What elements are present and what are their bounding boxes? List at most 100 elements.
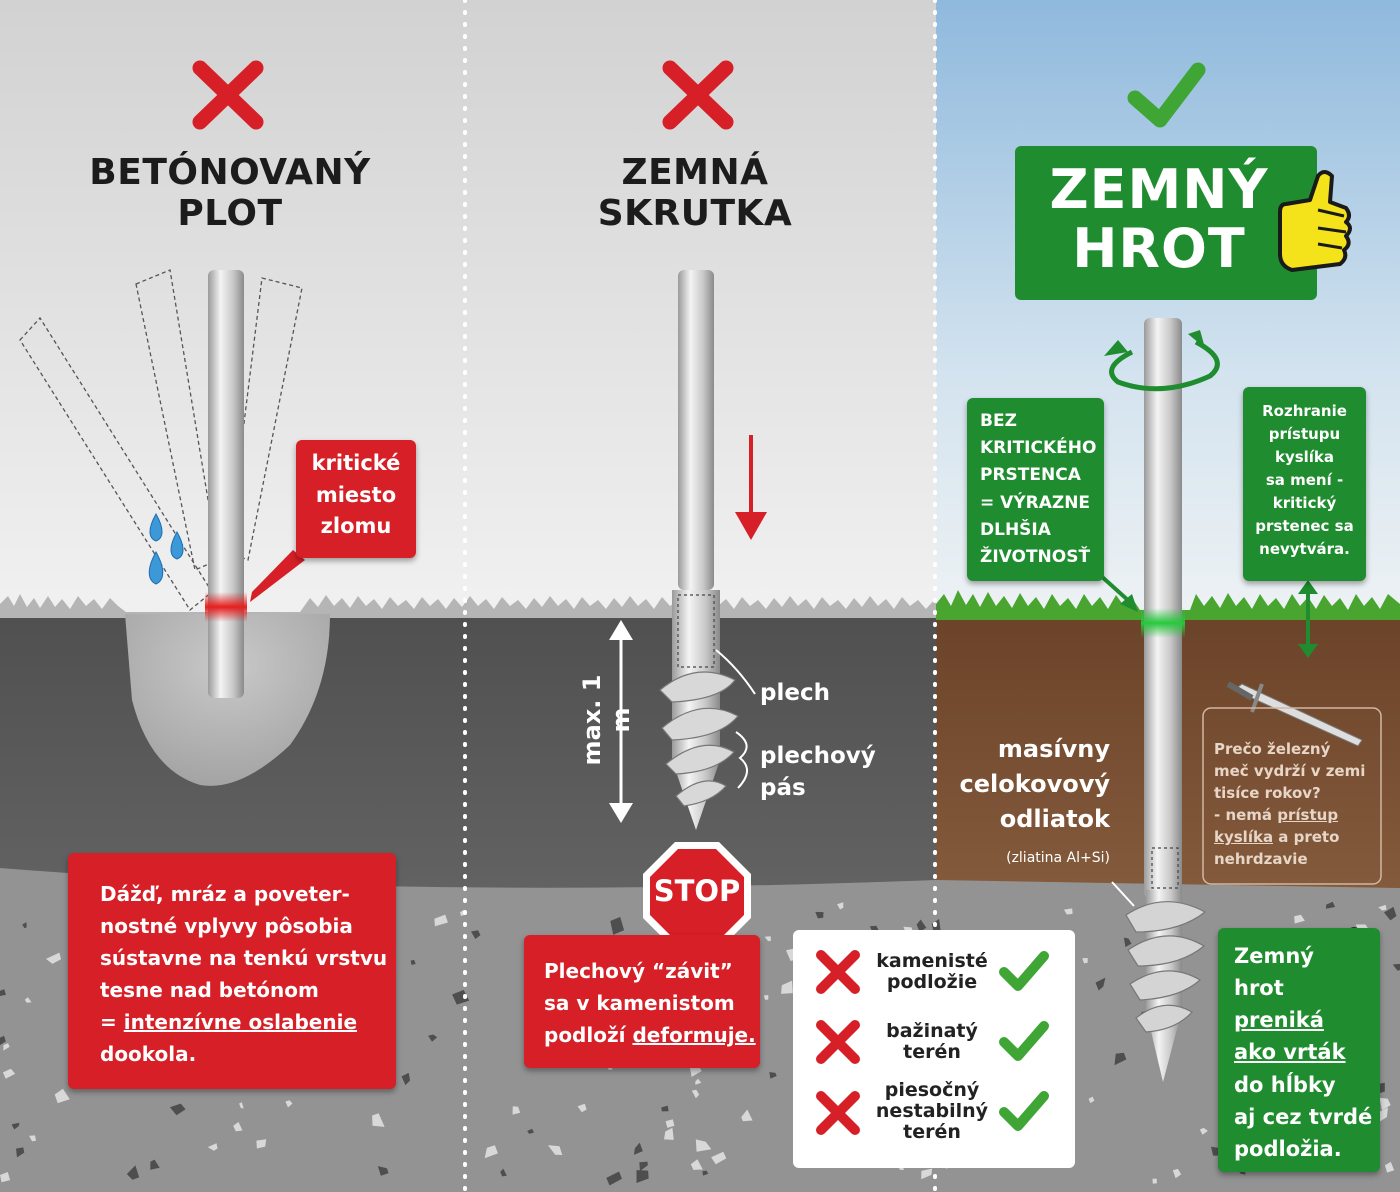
stone bbox=[741, 1109, 753, 1122]
panel3-title: ZEMNÝ HROT bbox=[1049, 158, 1269, 281]
cross-icon bbox=[192, 60, 264, 130]
stone bbox=[377, 1166, 389, 1176]
stone bbox=[46, 952, 61, 964]
stone bbox=[24, 997, 32, 1003]
sword-note-frame bbox=[1202, 707, 1382, 885]
stone bbox=[547, 1145, 563, 1155]
stone bbox=[610, 916, 625, 935]
stone bbox=[527, 1128, 534, 1134]
stone bbox=[606, 1171, 622, 1186]
panel2-title: ZEMNÁ SKRUTKA bbox=[597, 152, 793, 235]
stone bbox=[239, 1102, 244, 1109]
stone bbox=[1152, 1178, 1157, 1184]
screw-pole bbox=[678, 270, 714, 590]
highlight-deforms: deformuje. bbox=[632, 1023, 756, 1047]
thumbs-up-icon bbox=[1278, 170, 1352, 272]
stone bbox=[434, 914, 448, 927]
stone bbox=[1082, 958, 1088, 964]
highlight-weakening: intenzívne oslabenie bbox=[123, 1010, 358, 1034]
stone bbox=[636, 1170, 649, 1183]
stone bbox=[837, 902, 844, 910]
cross-icon bbox=[662, 60, 734, 130]
penetration-text: Zemný hrot preniká ako vrták do hĺbky aj… bbox=[1234, 944, 1373, 1161]
sword-note-text: Prečo železný meč vydrží v zemi tisíce r… bbox=[1214, 740, 1366, 869]
stop-sign-text: STOP bbox=[653, 874, 741, 908]
stone bbox=[428, 1034, 438, 1042]
label-plech: plech bbox=[760, 680, 830, 706]
stone bbox=[401, 1072, 411, 1086]
screw-thread bbox=[659, 671, 739, 807]
stone bbox=[500, 1168, 507, 1177]
pointer-pas bbox=[735, 731, 748, 789]
left-box-pointer bbox=[1098, 573, 1132, 604]
stone bbox=[664, 1127, 674, 1140]
stone bbox=[1379, 1097, 1391, 1111]
stone bbox=[1114, 1052, 1127, 1066]
stone bbox=[410, 959, 416, 965]
stone bbox=[921, 1168, 933, 1180]
stone bbox=[233, 1122, 243, 1132]
stone bbox=[29, 1135, 36, 1142]
stone bbox=[702, 1170, 709, 1176]
stone bbox=[763, 995, 769, 1000]
critical-point-callout bbox=[296, 440, 416, 558]
rotation-arrow-icon bbox=[1109, 339, 1220, 392]
stone bbox=[512, 1106, 521, 1115]
panel2-info-text: Plechový “závit” sa v kamenistom podloží… bbox=[544, 959, 756, 1047]
stone bbox=[1064, 908, 1073, 915]
no-critical-ring-band bbox=[1141, 608, 1185, 638]
stone bbox=[639, 1161, 648, 1172]
stone bbox=[285, 1100, 293, 1108]
condition-swampy: bažinatý terén bbox=[886, 1020, 978, 1063]
stone bbox=[661, 1105, 669, 1112]
stone bbox=[169, 1103, 186, 1116]
stone bbox=[0, 1172, 11, 1183]
material-label: masívny celokovový odliatok bbox=[959, 735, 1110, 833]
stone bbox=[695, 1139, 712, 1152]
stone bbox=[711, 1151, 727, 1165]
concrete-foundation bbox=[125, 614, 330, 786]
stone bbox=[1326, 901, 1336, 909]
stone bbox=[452, 989, 470, 1005]
pointer-plech bbox=[715, 649, 756, 695]
panel1-title: BETÓNOVANÝ PLOT bbox=[89, 152, 371, 235]
stone bbox=[764, 936, 771, 942]
stone bbox=[126, 1165, 140, 1180]
critical-point-text: kritické miesto zlomu bbox=[311, 451, 401, 538]
stone bbox=[1378, 904, 1387, 911]
stone bbox=[256, 1139, 267, 1149]
stone bbox=[0, 989, 6, 996]
condition-rocky: kamenisté podložie bbox=[876, 950, 988, 993]
callout-arrow bbox=[250, 550, 305, 602]
no-critical-ring-text: BEZ KRITICKÉHO PRSTENCA = VÝRAZNE DLHŠIA… bbox=[980, 411, 1097, 567]
critical-break-band bbox=[205, 592, 247, 622]
stone bbox=[1199, 1127, 1208, 1135]
stone bbox=[54, 1088, 70, 1104]
condition-check-icons bbox=[999, 951, 1049, 1131]
stone bbox=[1385, 1161, 1395, 1173]
stone bbox=[665, 1119, 675, 1128]
spike-thread bbox=[1125, 901, 1207, 1033]
label-plechovy-pas: plechový pás bbox=[760, 743, 876, 802]
ground-screw-illustration bbox=[609, 270, 767, 830]
stone bbox=[1294, 914, 1305, 924]
stone bbox=[781, 980, 793, 994]
panel3-title-box bbox=[1015, 146, 1317, 300]
stone bbox=[1384, 906, 1397, 921]
stone bbox=[1095, 977, 1106, 991]
stone bbox=[484, 1145, 498, 1159]
ground-spike-illustration bbox=[1098, 318, 1382, 1082]
concrete-fence-pole bbox=[208, 270, 244, 698]
stone bbox=[2, 1068, 16, 1079]
gray-sky bbox=[0, 0, 936, 620]
stone bbox=[690, 1159, 703, 1170]
stone bbox=[916, 919, 927, 932]
penetration-box bbox=[1218, 928, 1380, 1172]
alloy-label: (zliatina Al+Si) bbox=[1006, 850, 1110, 866]
stone bbox=[3, 1043, 10, 1051]
depth-label: max. 1 m bbox=[578, 674, 635, 766]
panel2-info-box bbox=[524, 935, 760, 1068]
stone bbox=[11, 1122, 20, 1130]
condition-sandy: piesočný nestabilný terén bbox=[875, 1079, 989, 1143]
